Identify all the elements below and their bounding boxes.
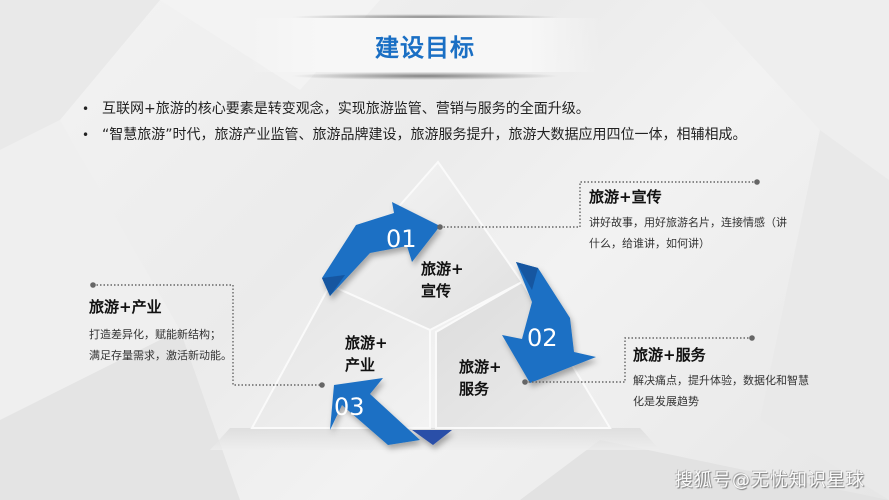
title-banner: 建设目标 [250, 14, 600, 80]
step-number-02: 02 [527, 324, 558, 352]
arrow-02 [502, 262, 596, 383]
segment-label-line: 旅游+ [459, 358, 502, 376]
callout-service-text: 解决痛点，提升体验，数据化和智慧 化是发展趋势 [633, 370, 823, 412]
connector-dot [437, 224, 443, 230]
callout-promotion-text: 讲好故事，用好旅游名片，连接情感（讲 什么，给谁讲，如何讲） [589, 212, 789, 254]
bullet-marker: • [82, 128, 90, 142]
bullet-text: 互联网+旅游的核心要素是转变观念，实现旅游监管、营销与服务的全面升级。 [102, 101, 590, 117]
bullet-marker: • [82, 102, 90, 116]
connector-dot [522, 379, 528, 385]
watermark: 搜狐号@无忧知识星球 [675, 470, 865, 491]
segment-label-line: 服务 [459, 380, 490, 398]
callout-service-title: 旅游+服务 [633, 346, 706, 364]
connector-promotion [440, 181, 757, 228]
connector-dot [90, 282, 96, 288]
connector-dot [754, 179, 760, 185]
callout-text-line: 满足存量需求，激活新动能。 [89, 349, 232, 362]
arrow-03 [330, 378, 452, 445]
title-shadow-top [290, 14, 560, 20]
bullet-text: “智慧旅游”时代，旅游产业监管、旅游品牌建设，旅游服务提升，旅游大数据应用四位一… [102, 127, 747, 143]
connector-dot [749, 335, 755, 341]
connector-service [525, 337, 752, 383]
callout-text-line: 讲好故事，用好旅游名片，连接情感（讲 [589, 216, 787, 229]
segment-label-industry: 旅游+ 产业 [345, 332, 388, 376]
segment-label-line: 旅游+ [421, 260, 464, 278]
segment-label-line: 旅游+ [345, 334, 388, 352]
step-number-01: 01 [386, 225, 417, 253]
title-shadow-bottom [290, 72, 560, 80]
page-title: 建设目标 [375, 34, 475, 62]
bullet-item: • 互联网+旅游的核心要素是转变观念，实现旅游监管、营销与服务的全面升级。 [80, 96, 800, 122]
connector-industry [93, 284, 322, 386]
arrow-01 [322, 202, 440, 296]
callout-industry-text: 打造差异化，赋能新结构； 满足存量需求，激活新动能。 [89, 324, 239, 366]
segment-label-line: 产业 [345, 356, 376, 374]
segment-label-service: 旅游+ 服务 [459, 356, 502, 400]
segment-label-promotion: 旅游+ 宣传 [421, 258, 464, 302]
title-band [250, 18, 600, 72]
segment-label-line: 宣传 [421, 282, 452, 300]
callout-text-line: 化是发展趋势 [633, 395, 699, 408]
pyramid-face-left [250, 283, 431, 429]
callout-promotion-title: 旅游+宣传 [589, 188, 662, 206]
callout-industry-title: 旅游+产业 [89, 298, 162, 316]
bullet-item: • “智慧旅游”时代，旅游产业监管、旅游品牌建设，旅游服务提升，旅游大数据应用四… [80, 122, 792, 148]
callout-text-line: 什么，给谁讲，如何讲） [589, 237, 710, 250]
connector-dot [319, 382, 325, 388]
step-number-03: 03 [334, 393, 365, 421]
callout-text-line: 解决痛点，提升体验，数据化和智慧 [633, 374, 809, 387]
bullet-list: • 互联网+旅游的核心要素是转变观念，实现旅游监管、营销与服务的全面升级。 • … [80, 96, 800, 148]
callout-text-line: 打造差异化，赋能新结构； [89, 328, 221, 341]
